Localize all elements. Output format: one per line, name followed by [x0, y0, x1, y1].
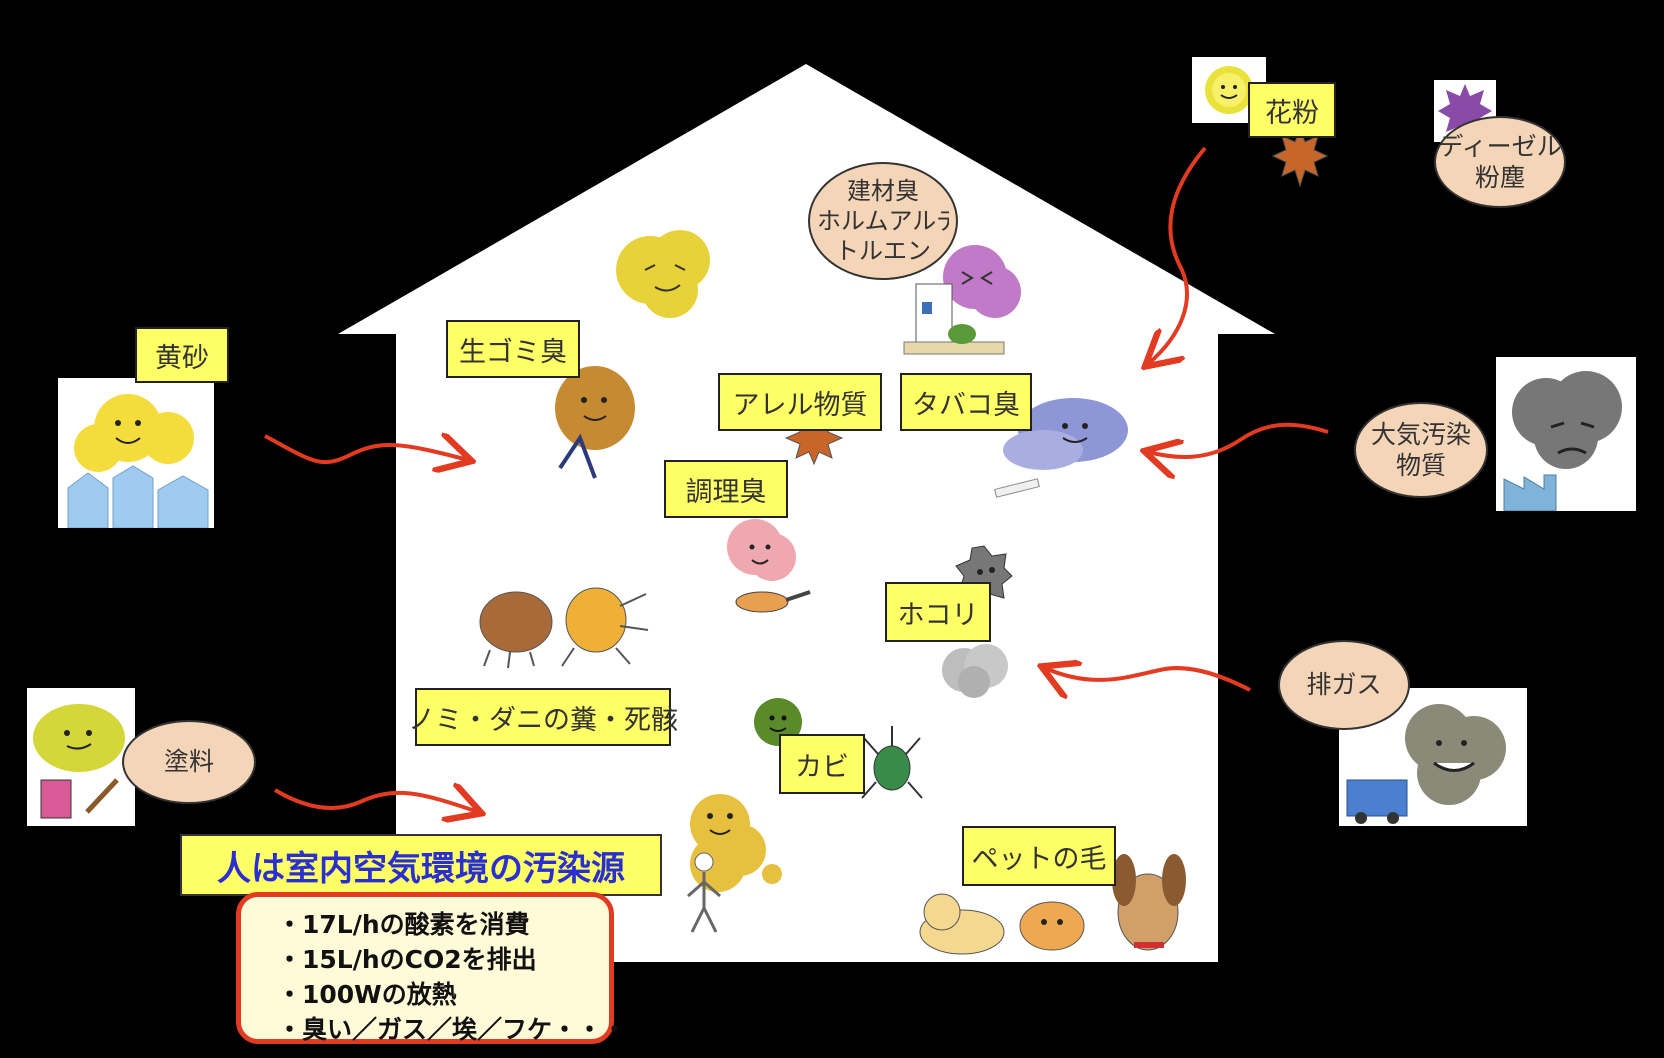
- human-odor-icon: [687, 794, 782, 933]
- dust-cloud-icon: [942, 644, 1008, 698]
- building-odor-line-2: ホルムアルデヒド: [817, 207, 949, 235]
- label-air-pollutants: 大気汚染物質: [1354, 402, 1488, 498]
- pollen-particle-icon: [1272, 128, 1328, 188]
- building-odor-line-3: トルエン: [835, 237, 931, 265]
- label-tobacco-odor: タバコ臭: [900, 373, 1032, 431]
- label-cooking-odor: 調理臭: [664, 460, 788, 518]
- label-diesel-dust: ディーゼル粉塵: [1434, 116, 1566, 208]
- arrow-exhaust: [1045, 668, 1251, 690]
- yellow-sand-icon: [58, 378, 214, 528]
- diesel-dust-line-2: 粉塵: [1474, 163, 1525, 192]
- diesel-dust-line-1: ディーゼル: [1438, 131, 1562, 161]
- arrow-pollen: [1148, 146, 1207, 364]
- cooking-odor-icon: [727, 519, 811, 613]
- pets-icon: [919, 854, 1186, 955]
- arrow-air-pollutants: [1148, 422, 1329, 457]
- label-pet-hair: ペットの毛: [962, 826, 1116, 886]
- mold-spore-icon: [861, 726, 923, 799]
- label-allergens: アレル物質: [718, 373, 882, 431]
- building-odor-line-1: 建材臭: [847, 177, 919, 205]
- fact-co2: ・15L/hのCO2を排出: [277, 945, 537, 974]
- label-yellow-sand: 黄砂: [135, 327, 229, 383]
- garbage-bag-icon: [555, 366, 635, 479]
- label-dust: ホコリ: [885, 582, 991, 642]
- paint-icon: [27, 688, 135, 826]
- label-flea-mite: ノミ・ダニの糞・死骸: [408, 688, 678, 746]
- label-pollen: 花粉: [1248, 82, 1336, 138]
- human-facts-box: ・17L/hの酸素を消費 ・15L/hのCO2を排出 ・100Wの放熱 ・臭い／…: [236, 892, 628, 1044]
- label-exhaust-gas: 排ガス: [1278, 640, 1410, 730]
- air-pollution-icon: [1496, 357, 1636, 511]
- label-garbage-odor: 生ゴミ臭: [446, 320, 580, 378]
- human-pollution-title: 人は室内空気環境の汚染源: [180, 834, 662, 896]
- fact-oxygen: ・17L/hの酸素を消費: [277, 910, 530, 939]
- fact-odor: ・臭い／ガス／埃／フケ・・・: [277, 1015, 628, 1044]
- label-building-odor: 建材臭 ホルムアルデヒド トルエン: [808, 162, 958, 280]
- arrow-yellow-sand: [264, 436, 468, 462]
- arrow-paint: [273, 790, 478, 812]
- garbage-odor-cloud-icon: [616, 230, 710, 318]
- fact-heat: ・100Wの放熱: [277, 980, 457, 1009]
- tobacco-smoke-icon: [994, 398, 1128, 498]
- air-pollutants-line-1: 大気汚染: [1370, 419, 1471, 449]
- label-paint: 塗料: [122, 720, 256, 804]
- label-mold: カビ: [779, 734, 865, 794]
- flea-mite-icon: [479, 587, 649, 669]
- building-odor-icon: [903, 245, 1021, 355]
- air-pollutants-line-2: 物質: [1395, 451, 1446, 480]
